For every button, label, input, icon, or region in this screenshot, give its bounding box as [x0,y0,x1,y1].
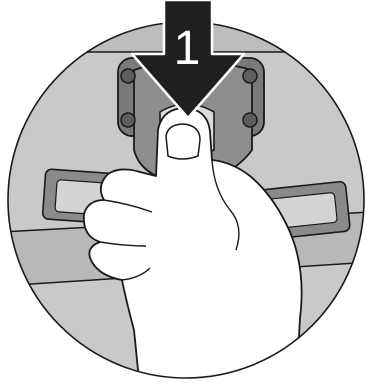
thumbnail [166,124,200,159]
screw-bottom-left [121,113,135,127]
screw-bottom-right [243,113,257,127]
screw-top-right [243,69,257,83]
screw-top-left [121,69,135,83]
step-number: 1 [174,22,201,75]
